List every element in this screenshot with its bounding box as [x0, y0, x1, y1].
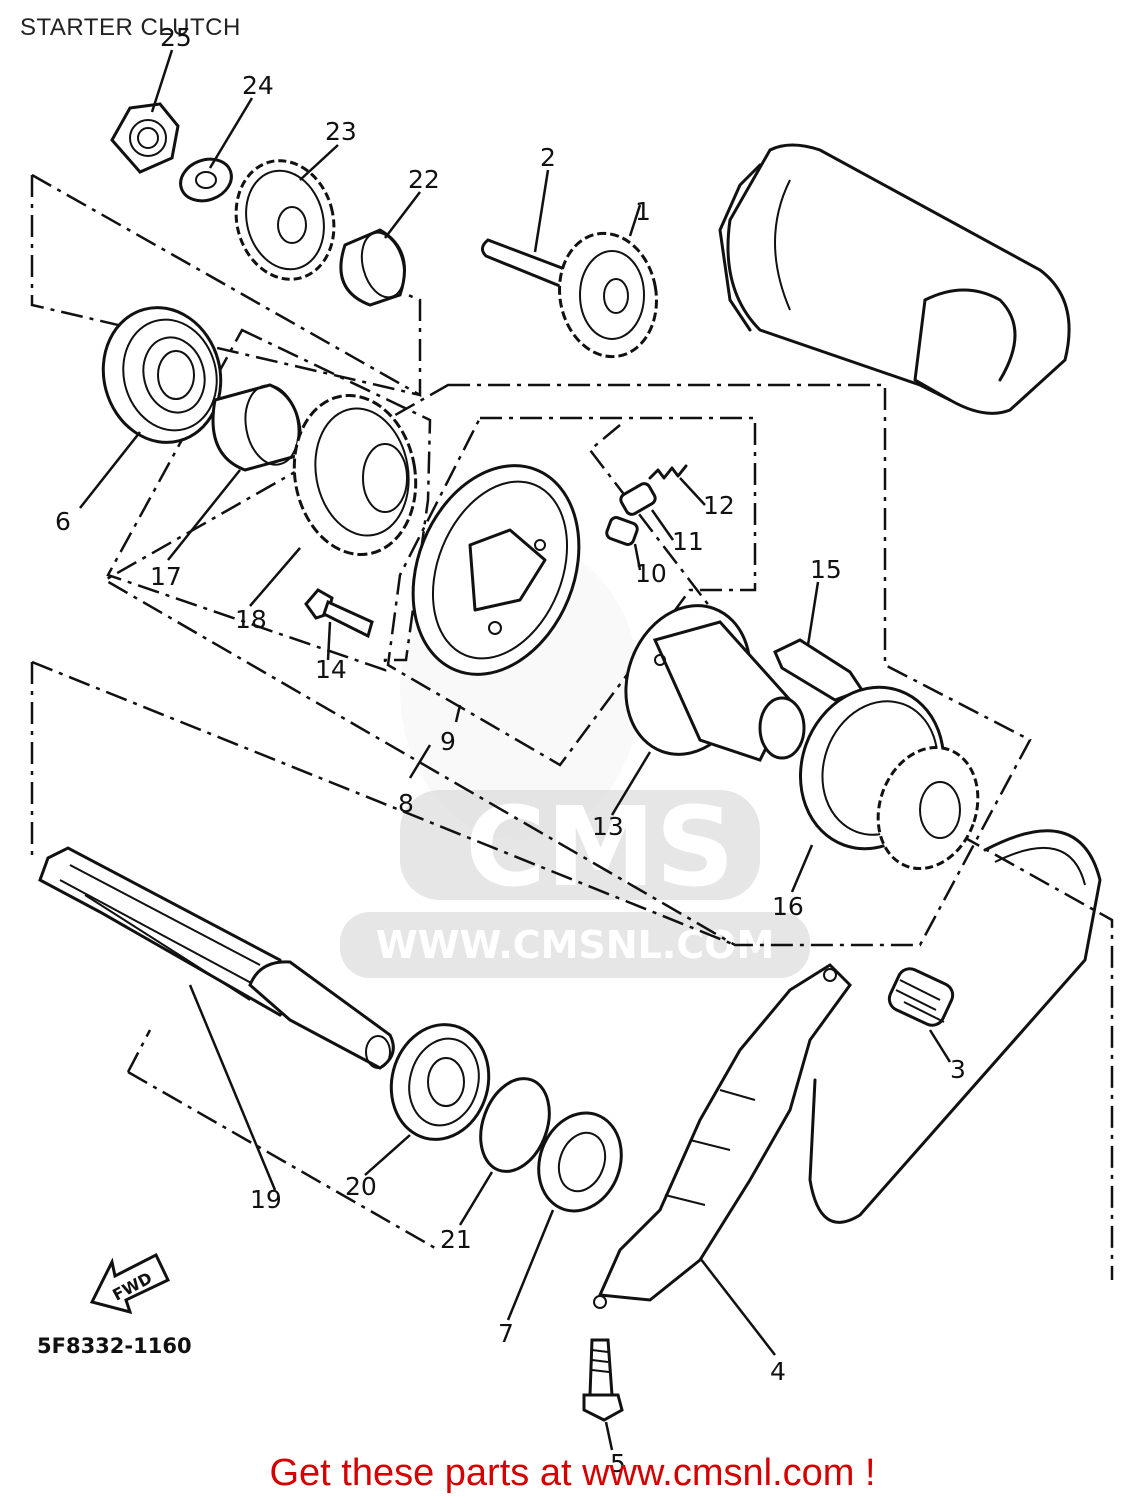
- callout-6: 6: [55, 507, 71, 536]
- callout-16: 16: [772, 892, 804, 921]
- callout-20: 20: [345, 1172, 377, 1201]
- callout-5: 5: [610, 1449, 626, 1478]
- part-25-nut: [110, 102, 180, 174]
- callout-8: 8: [398, 789, 414, 818]
- part-15-key: [773, 638, 865, 702]
- part-5-bolt: [582, 1338, 624, 1422]
- callout-12: 12: [703, 491, 735, 520]
- part-24-lock-washer: [179, 157, 233, 203]
- callout-14: 14: [315, 655, 347, 684]
- callout-10: 10: [635, 559, 667, 588]
- callout-18: 18: [235, 605, 267, 634]
- callout-21: 21: [440, 1225, 472, 1254]
- page-title: STARTER CLUTCH: [20, 14, 241, 41]
- part-4-chain-guide: [593, 963, 852, 1309]
- callout-17: 17: [150, 562, 182, 591]
- callout-labels: 1 2 3 4 5 6 7 8 9 10 11 12 13 14 15 16 1…: [55, 23, 966, 1478]
- forward-direction-arrow: FWD: [89, 1252, 171, 1315]
- callout-22: 22: [408, 165, 440, 194]
- part-16-primary-drive-gear: [798, 685, 980, 871]
- drive-chain: [808, 829, 1102, 1224]
- callout-2: 2: [540, 143, 556, 172]
- part-12-spring: [648, 464, 688, 480]
- cms-watermark: CMS WWW.CMSNL.COM: [340, 540, 810, 978]
- part-20-bearing: [389, 1023, 491, 1141]
- leader-lines: [79, 49, 952, 1451]
- part-21-o-ring: [479, 1077, 551, 1173]
- callout-23: 23: [325, 117, 357, 146]
- part-17-bushing: [211, 383, 303, 472]
- callout-13: 13: [592, 812, 624, 841]
- part-22-collar: [339, 228, 406, 307]
- callout-4: 4: [770, 1357, 786, 1386]
- callout-15: 15: [810, 555, 842, 584]
- part-13-clutch-boss: [624, 604, 806, 762]
- callout-7: 7: [498, 1319, 514, 1348]
- part-9-clutch-housing: [411, 464, 581, 676]
- drawing-code: 5F8332-1160: [37, 1334, 192, 1358]
- part-14-bolt: [304, 588, 374, 639]
- part-2-shaft: [481, 238, 568, 288]
- callout-24: 24: [242, 71, 274, 100]
- part-19-shaft: [38, 846, 395, 1070]
- callout-11: 11: [672, 527, 704, 556]
- part-6-bearing: [101, 306, 223, 444]
- part-18-gear: [292, 394, 418, 556]
- footer-cta-link[interactable]: Get these parts at www.cmsnl.com !: [269, 1452, 876, 1494]
- part-23-gear: [234, 159, 336, 281]
- part-10-roller: [605, 516, 639, 546]
- part-11-plunger: [619, 482, 657, 516]
- watermark-site-text: WWW.CMSNL.COM: [376, 923, 775, 967]
- callout-19: 19: [250, 1185, 282, 1214]
- part-1-idler-gear: [558, 231, 658, 359]
- callout-9: 9: [440, 727, 456, 756]
- callout-1: 1: [635, 197, 651, 226]
- part-3-damper: [887, 967, 955, 1027]
- group-outlines: [30, 173, 1114, 1280]
- starter-motor: [718, 143, 1071, 415]
- part-7-oil-seal: [537, 1111, 623, 1213]
- callout-3: 3: [950, 1055, 966, 1084]
- callout-25: 25: [160, 23, 192, 52]
